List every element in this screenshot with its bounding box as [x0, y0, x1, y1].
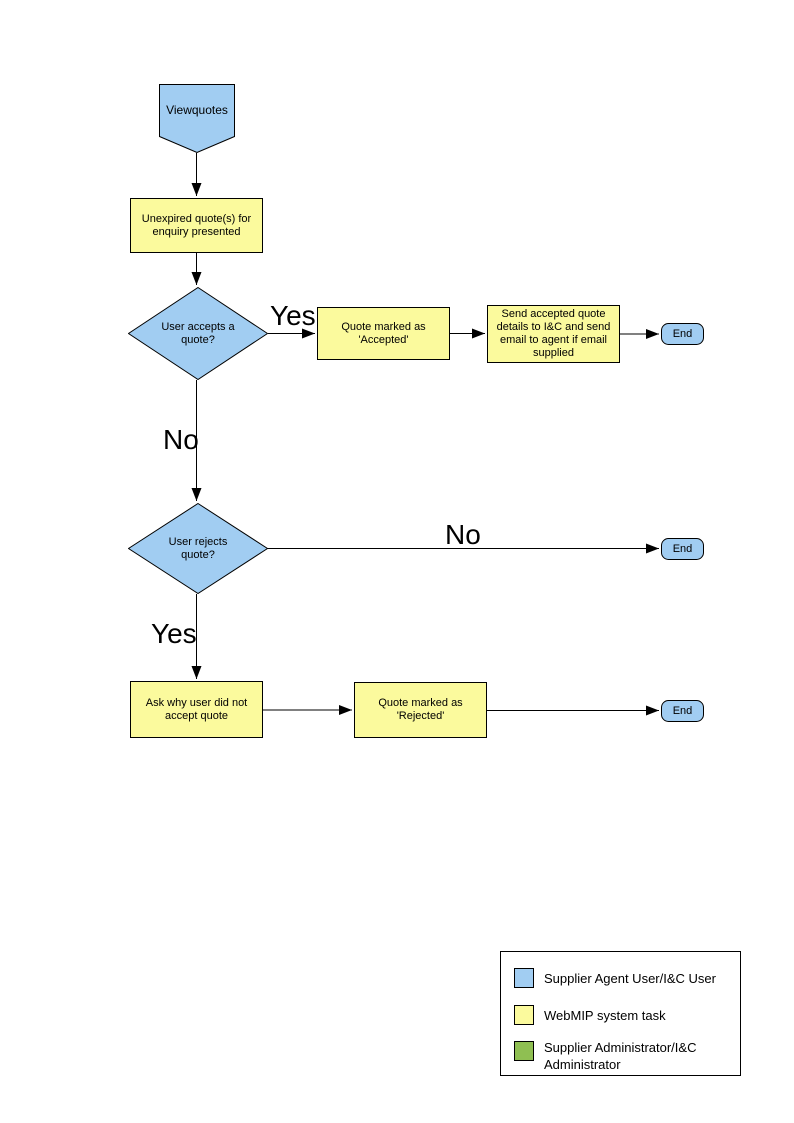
end-node-1-label: End: [672, 328, 693, 340]
end-node-1-shape: [661, 323, 704, 345]
branch-label-accept-yes: Yes: [270, 300, 316, 331]
legend-label-webmip-system-task: WebMIP system task: [544, 1008, 666, 1023]
start-node-label: Viewquotes: [166, 102, 228, 117]
branch-label-reject-yes: Yes: [151, 618, 197, 649]
end-node-3: End: [661, 700, 704, 722]
task-unexpired-quotes: Unexpired quote(s) for enquiry presented: [130, 198, 263, 253]
decision-user-rejects: User rejects quote?: [128, 503, 268, 594]
legend-swatch-green: [514, 1041, 534, 1061]
legend-label-supplier-administrator: Supplier Administrator/I&C Administrator: [544, 1040, 697, 1072]
start-node-viewquotes: Viewquotes: [159, 84, 235, 153]
end-node-3-shape: [661, 700, 704, 722]
decision-diamond-shape: [128, 503, 268, 594]
task-ask-why-label: Ask why user did not accept quote: [145, 696, 248, 722]
end-node-3-label: End: [672, 705, 693, 717]
task-quote-accepted-label: Quote marked as 'Accepted': [341, 320, 426, 346]
branch-label-reject-no: No: [445, 519, 481, 550]
end-node-1: End: [661, 323, 704, 345]
legend-swatch-yellow: [514, 1005, 534, 1025]
decision-user-accepts-label: User accepts a quote?: [161, 320, 235, 346]
legend-label-supplier-agent-user: Supplier Agent User/I&C User: [544, 971, 716, 986]
end-node-2-shape: [661, 538, 704, 560]
task-unexpired-quotes-label: Unexpired quote(s) for enquiry presented: [141, 212, 252, 238]
task-ask-why: Ask why user did not accept quote: [130, 681, 263, 738]
decision-diamond-shape: [128, 287, 268, 380]
end-node-2-label: End: [672, 543, 693, 555]
task-quote-rejected: Quote marked as 'Rejected': [354, 682, 487, 738]
decision-user-rejects-label: User rejects quote?: [168, 535, 228, 561]
legend: Supplier Agent User/I&C User WebMIP syst…: [500, 951, 741, 1076]
start-pentagon-shape: [159, 84, 235, 153]
branch-label-accept-no: No: [163, 424, 199, 455]
end-node-2: End: [661, 538, 704, 560]
task-quote-rejected-label: Quote marked as 'Rejected': [378, 697, 463, 722]
task-send-details: Send accepted quote details to I&C and s…: [487, 305, 620, 363]
decision-user-accepts: User accepts a quote?: [128, 287, 268, 380]
legend-swatch-blue: [514, 968, 534, 988]
task-send-details-label: Send accepted quote details to I&C and s…: [496, 308, 611, 359]
task-quote-accepted: Quote marked as 'Accepted': [317, 307, 450, 360]
